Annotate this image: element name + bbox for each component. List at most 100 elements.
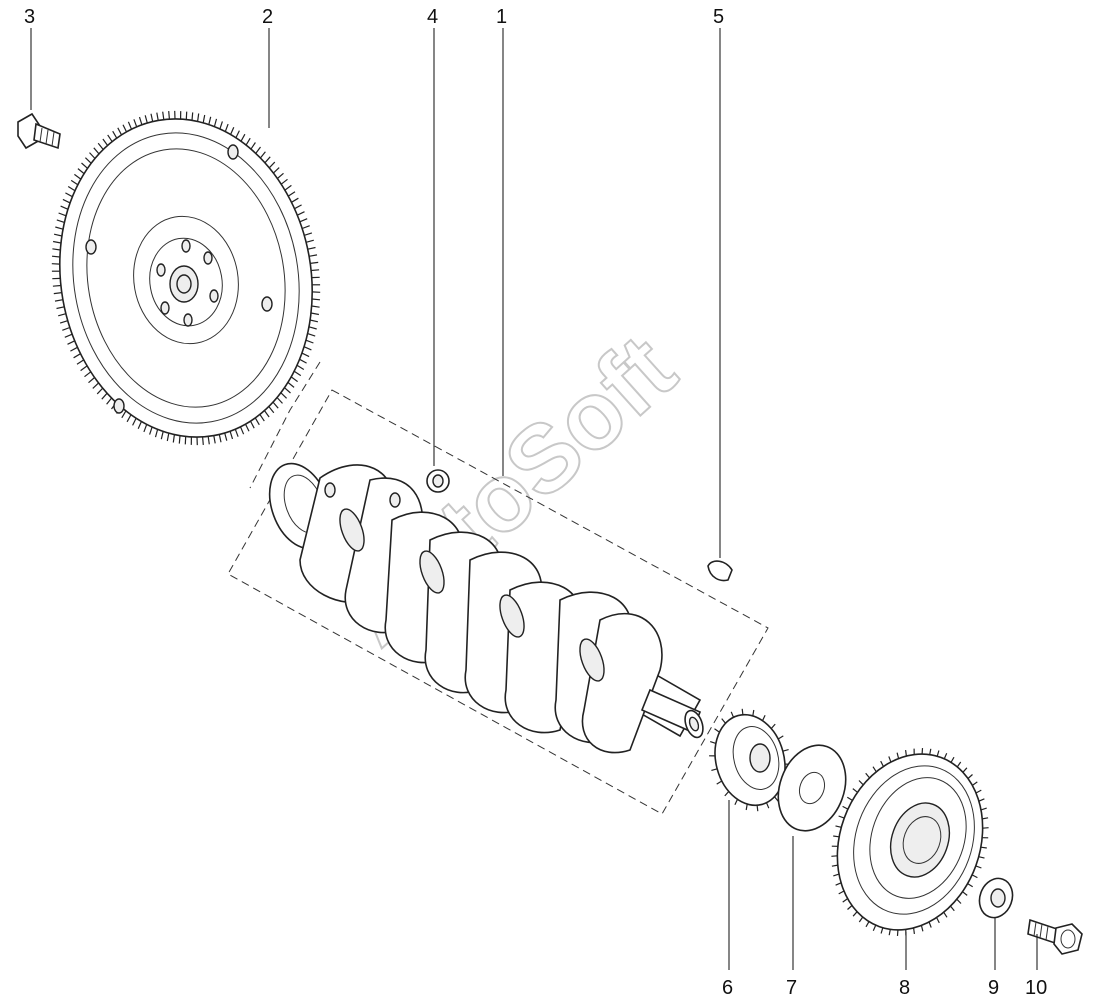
gear-tooth xyxy=(218,434,222,443)
gear-tooth xyxy=(67,340,75,345)
gear-tooth xyxy=(290,376,298,383)
gear-tooth xyxy=(58,313,67,317)
gear-tooth xyxy=(872,766,877,773)
gear-tooth xyxy=(842,898,848,903)
gear-tooth xyxy=(92,382,100,389)
gear-tooth xyxy=(311,305,320,308)
gear-tooth xyxy=(62,326,71,331)
gear-tooth xyxy=(301,352,310,358)
gear-tooth xyxy=(724,791,730,797)
gear-tooth xyxy=(112,130,118,139)
gear-tooth xyxy=(896,752,900,759)
callout-8: 8 xyxy=(899,977,910,999)
gear-tooth xyxy=(950,905,955,912)
callout-2: 2 xyxy=(262,6,273,28)
gear-tooth xyxy=(54,299,64,302)
gear-tooth xyxy=(137,421,142,430)
gear-tooth xyxy=(89,152,96,159)
gear-tooth xyxy=(166,432,170,442)
gear-tooth xyxy=(52,284,61,287)
gear-tooth xyxy=(255,146,261,154)
pulley-bolt xyxy=(1027,918,1083,955)
gear-tooth xyxy=(249,420,255,429)
gear-tooth xyxy=(950,756,955,763)
gear-tooth xyxy=(96,387,104,395)
gear-tooth xyxy=(84,371,92,378)
gear-tooth xyxy=(975,865,982,869)
gear-tooth xyxy=(852,911,858,917)
gear-tooth xyxy=(53,292,62,295)
gear-tooth xyxy=(224,432,228,441)
gear-tooth xyxy=(144,115,148,124)
gear-tooth xyxy=(307,333,316,337)
gear-tooth xyxy=(219,121,223,130)
gear-tooth xyxy=(967,774,973,779)
gear-tooth xyxy=(76,359,85,365)
gear-tooth xyxy=(301,225,310,230)
gear-tooth xyxy=(761,715,766,721)
crankshaft xyxy=(268,462,704,754)
gear-tooth xyxy=(711,768,718,771)
gear-tooth xyxy=(943,911,948,918)
gear-tooth xyxy=(70,179,79,186)
gear-tooth xyxy=(734,799,739,805)
gear-tooth xyxy=(55,226,64,230)
gear-tooth xyxy=(299,358,307,364)
gear-tooth xyxy=(93,147,100,155)
gear-tooth xyxy=(235,130,240,139)
gear-tooth xyxy=(980,807,987,811)
callout-7: 7 xyxy=(786,977,797,999)
gear-tooth xyxy=(250,142,256,150)
gear-tooth xyxy=(52,248,61,251)
gear-tooth xyxy=(160,431,164,440)
gear-tooth xyxy=(117,127,123,136)
gear-tooth xyxy=(296,364,305,371)
gear-tooth xyxy=(936,750,940,757)
gear-tooth xyxy=(213,118,218,127)
gear-tooth xyxy=(943,753,948,760)
flywheel-ring-gear-teeth xyxy=(51,110,321,446)
gear-tooth xyxy=(716,780,723,785)
callout-9: 9 xyxy=(988,977,999,999)
gear-tooth xyxy=(888,756,892,763)
gear-tooth xyxy=(162,111,165,120)
gear-tooth xyxy=(127,121,133,130)
gear-tooth xyxy=(126,414,132,423)
gear-tooth xyxy=(838,815,845,819)
gear-tooth xyxy=(97,142,104,150)
gear-tooth xyxy=(67,185,76,192)
woodruff-key xyxy=(707,560,733,582)
gear-tooth xyxy=(752,709,755,717)
gear-tooth xyxy=(770,723,776,729)
gear-tooth xyxy=(62,198,71,204)
gear-tooth xyxy=(833,873,840,877)
gear-tooth xyxy=(305,239,314,243)
gear-tooth xyxy=(143,424,148,433)
gear-tooth xyxy=(150,113,154,122)
gear-tooth xyxy=(132,417,137,426)
gear-tooth xyxy=(156,112,159,121)
gear-tooth xyxy=(168,111,170,120)
pilot-bush xyxy=(426,469,450,493)
gear-tooth xyxy=(77,168,85,175)
gear-tooth xyxy=(765,802,770,809)
gear-tooth xyxy=(245,137,251,146)
gear-tooth xyxy=(208,116,212,125)
gear-tooth xyxy=(287,191,296,197)
gear-tooth xyxy=(842,805,849,810)
gear-tooth xyxy=(962,767,968,773)
gear-tooth xyxy=(59,320,68,324)
gear-tooth xyxy=(106,397,113,405)
timing-sprocket xyxy=(709,708,791,812)
gear-tooth xyxy=(956,761,962,768)
gear-tooth xyxy=(929,748,932,755)
gear-tooth xyxy=(888,929,891,936)
gear-tooth xyxy=(277,172,284,179)
gear-tooth xyxy=(294,204,302,210)
gear-tooth xyxy=(74,173,82,180)
gear-tooth xyxy=(138,116,143,125)
gear-tooth xyxy=(304,232,313,236)
gear-tooth xyxy=(149,426,153,435)
gear-tooth xyxy=(308,254,318,257)
gear-tooth xyxy=(259,414,265,422)
